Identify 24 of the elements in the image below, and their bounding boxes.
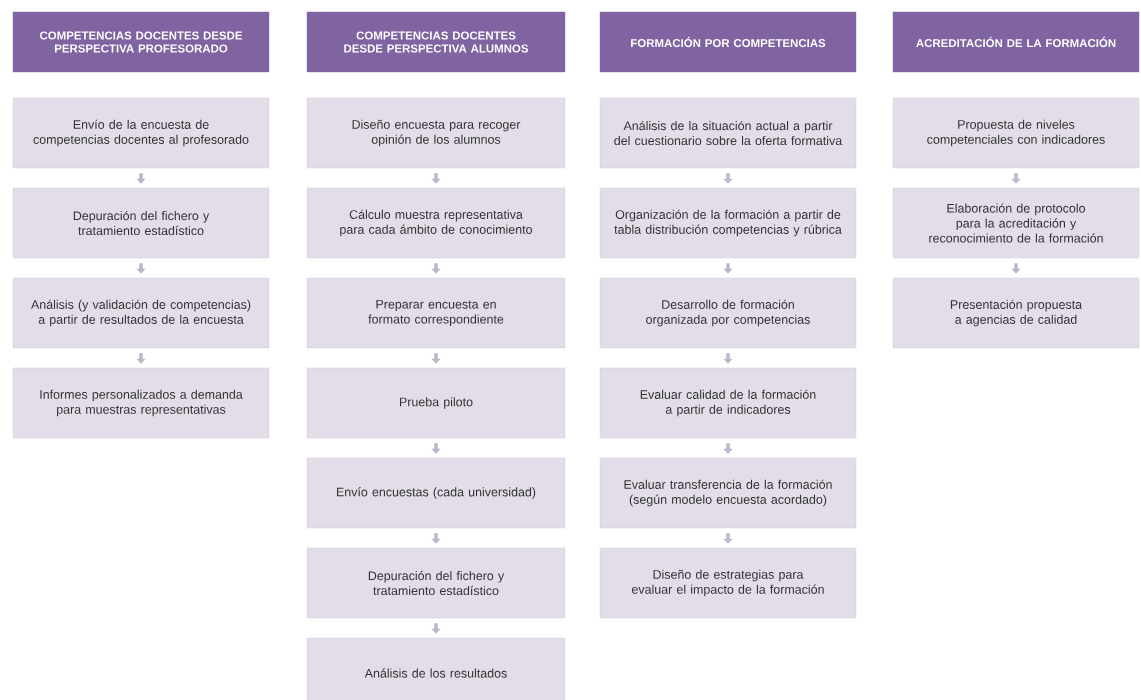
process-box: Evaluar calidad de la formación a partir de indicadores bbox=[599, 367, 857, 439]
process-box: Desarrollo de formación organizada por competencias bbox=[599, 277, 857, 349]
process-box: Prueba piloto bbox=[306, 367, 566, 439]
process-box: Análisis (y validación de competencias) a partir de resultados de la encuesta bbox=[12, 277, 270, 349]
header-box: ACREDITACIÓN DE LA FORMACIÓN bbox=[892, 11, 1140, 73]
process-box: Análisis de los resultados bbox=[306, 637, 566, 700]
process-box: Preparar encuesta en formato correspondiente bbox=[306, 277, 566, 349]
process-box: Propuesta de niveles competenciales con indicadores bbox=[892, 97, 1140, 169]
process-box: Organización de la formación a partir de tabla distribución competencias y rúbrica bbox=[599, 187, 857, 259]
process-box: Informes personalizados a demanda para muestras representativas bbox=[12, 367, 270, 439]
process-box: Envío encuestas (cada universidad) bbox=[306, 457, 566, 529]
process-box: Diseño de estrategias para evaluar el impacto de la formación bbox=[599, 547, 857, 619]
process-box: Depuración del fichero y tratamiento estadístico bbox=[12, 187, 270, 259]
process-box: Análisis de la situación actual a partir del cuestionario sobre la oferta formativa bbox=[599, 97, 857, 169]
process-box: Elaboración de protocolo para la acreditación y reconocimiento de la formación bbox=[892, 187, 1140, 259]
process-box: Cálculo muestra representativa para cada ámbito de conocimiento bbox=[306, 187, 566, 259]
process-box: Evaluar transferencia de la formación (según modelo encuesta acordado) bbox=[599, 457, 857, 529]
process-box: Diseño encuesta para recoger opinión de los alumnos bbox=[306, 97, 566, 169]
header-box: FORMACIÓN POR COMPETENCIAS bbox=[599, 11, 857, 73]
header-box: COMPETENCIAS DOCENTES DESDE PERSPECTIVA PROFESORADO bbox=[12, 11, 270, 73]
process-box: Depuración del fichero y tratamiento estadístico bbox=[306, 547, 566, 619]
process-box: Envío de la encuesta de competencias docentes al profesorado bbox=[12, 97, 270, 169]
process-box: Presentación propuesta a agencias de calidad bbox=[892, 277, 1140, 349]
header-box: COMPETENCIAS DOCENTES DESDE PERSPECTIVA ALUMNOS bbox=[306, 11, 566, 73]
